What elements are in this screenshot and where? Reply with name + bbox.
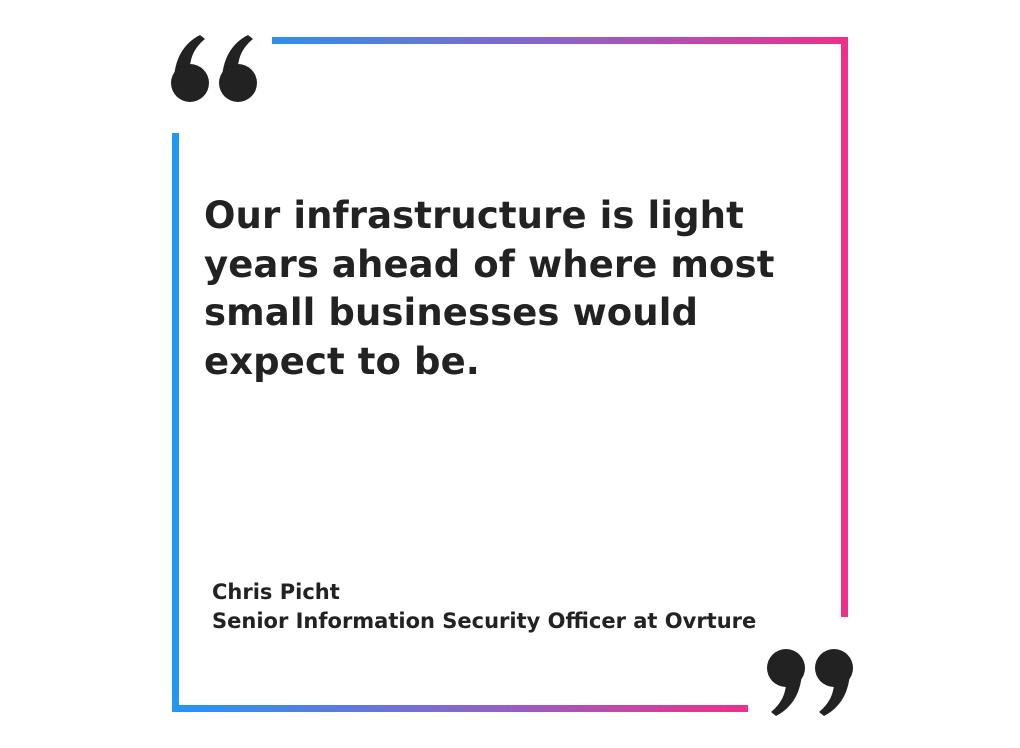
frame-left-border — [172, 133, 179, 712]
frame-right-border — [841, 37, 848, 617]
author-name: Chris Picht — [212, 580, 340, 604]
opening-quotation-mark-icon — [171, 35, 257, 102]
quote-text: Our infrastructure is light years ahead … — [204, 192, 804, 386]
quote-line: expect to be. — [204, 339, 480, 383]
quote-line: Our infrastructure is light — [204, 194, 744, 237]
author-block: Chris Picht Senior Information Security … — [212, 578, 756, 636]
closing-quotation-mark-icon — [767, 649, 853, 716]
quote-line: small businesses would — [204, 291, 699, 334]
frame-top-border — [272, 37, 848, 44]
quote-line: years ahead of where most — [204, 242, 775, 286]
author-title: Senior Information Security Officer at O… — [212, 609, 757, 633]
frame-bottom-border — [172, 705, 748, 712]
